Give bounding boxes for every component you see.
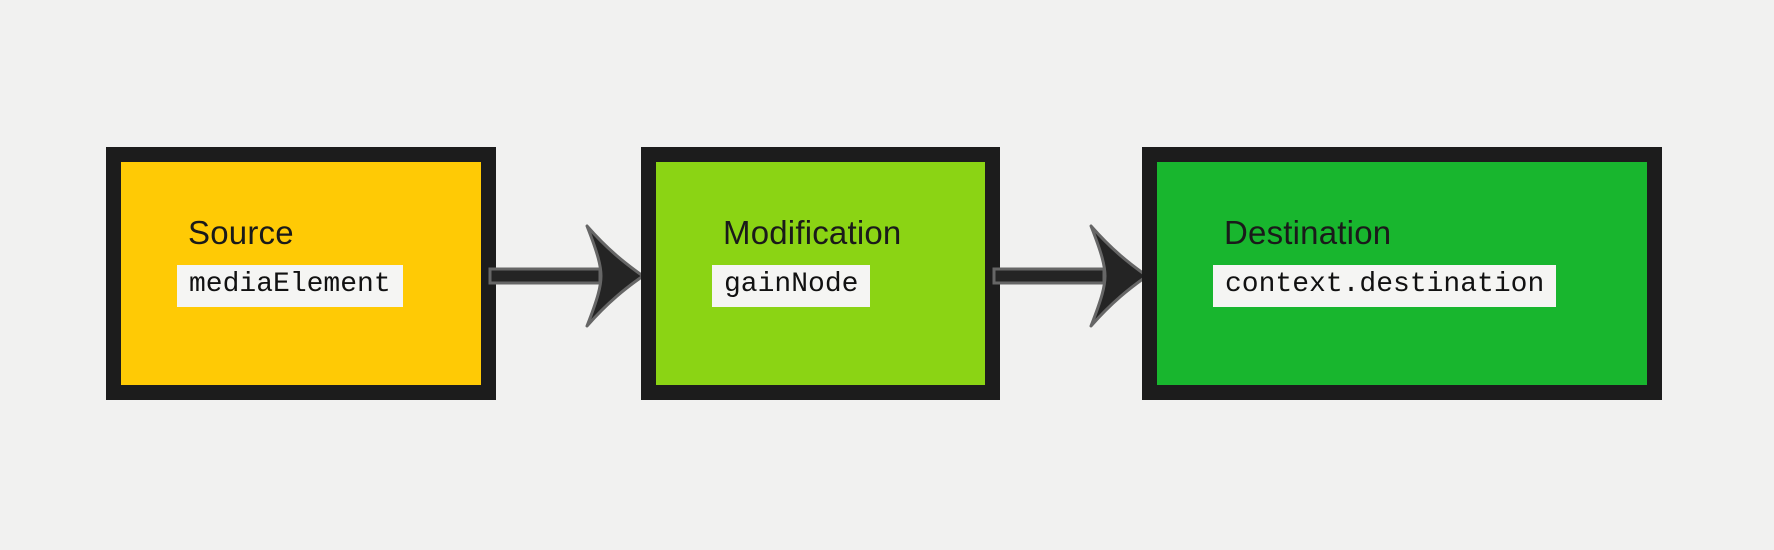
- arrow-shaft: [992, 267, 1106, 285]
- arrow-head-icon: [585, 224, 645, 328]
- node-modification-code-label: gainNode: [712, 265, 871, 307]
- node-source: Source mediaElement: [106, 147, 496, 400]
- node-source-title: Source: [188, 214, 294, 251]
- node-destination-code-label: context.destination: [1213, 265, 1557, 307]
- arrow-modification-to-destination: [992, 224, 1149, 328]
- node-modification: Modification gainNode: [641, 147, 1000, 400]
- arrow-shaft: [488, 267, 602, 285]
- node-destination: Destination context.destination: [1142, 147, 1662, 400]
- node-destination-title: Destination: [1224, 214, 1392, 251]
- node-modification-title: Modification: [723, 214, 902, 251]
- arrow-source-to-modification: [488, 224, 645, 328]
- node-source-code-label: mediaElement: [177, 265, 403, 307]
- arrow-head-icon: [1089, 224, 1149, 328]
